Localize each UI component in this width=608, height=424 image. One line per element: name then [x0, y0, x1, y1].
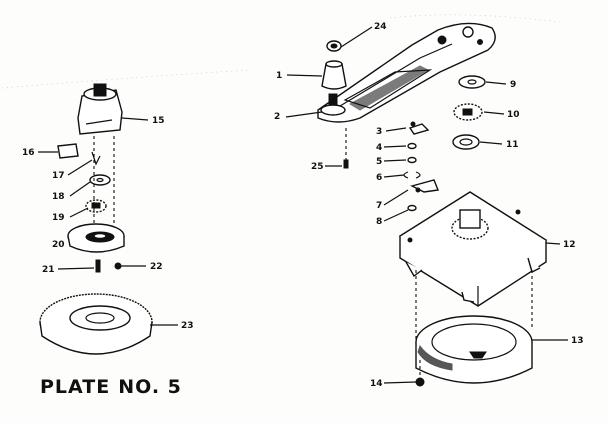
- part-21-screw: [95, 259, 101, 273]
- part-7-lever: [410, 179, 439, 193]
- callout-21: 21: [42, 265, 55, 275]
- callout-22: 22: [150, 262, 163, 272]
- callout-13: 13: [571, 336, 584, 346]
- part-9-washer: [458, 75, 486, 89]
- part-8-washer: [407, 204, 417, 212]
- callout-17: 17: [52, 171, 65, 181]
- part-22-nut: [114, 262, 122, 270]
- callout-16: 16: [22, 148, 35, 158]
- part-12-housing: [398, 191, 548, 307]
- part-20-spool: [67, 223, 125, 253]
- callout-3: 3: [376, 127, 382, 137]
- callout-15: 15: [152, 116, 165, 126]
- callout-5: 5: [376, 157, 382, 167]
- callout-23: 23: [181, 321, 194, 331]
- callout-4: 4: [376, 143, 382, 153]
- callout-18: 18: [52, 192, 65, 202]
- part-3-pawl: [408, 121, 430, 135]
- part-18-washer: [89, 174, 111, 186]
- callout-10: 10: [507, 110, 520, 120]
- plate-number: NO. 5: [118, 376, 182, 398]
- callout-19: 19: [52, 213, 65, 223]
- plate-word: PLATE: [40, 376, 111, 398]
- part-5-washer: [407, 156, 417, 164]
- part-13-drum: [415, 270, 533, 384]
- part-6-clip: [403, 171, 421, 179]
- part-23-pad: [39, 293, 153, 355]
- callout-14: 14: [370, 379, 383, 389]
- callout-12: 12: [563, 240, 576, 250]
- callout-2: 2: [274, 112, 280, 122]
- part-11-washer: [452, 134, 480, 150]
- part-17-spring: [91, 151, 101, 166]
- callout-24: 24: [374, 22, 387, 32]
- scan-line: [1, 69, 251, 89]
- callout-9: 9: [510, 80, 516, 90]
- leader-lines: [38, 26, 568, 384]
- part-24-nut: [326, 40, 342, 52]
- arm-assembly: [317, 22, 496, 123]
- plate-caption: PLATE NO. 5: [40, 376, 190, 398]
- part-4-washer: [407, 142, 417, 150]
- part-10-gear: [453, 103, 483, 121]
- part-16-key: [57, 143, 79, 159]
- part-14-screw: [415, 360, 425, 387]
- callout-8: 8: [376, 217, 382, 227]
- part-1-knob: [321, 60, 347, 90]
- callout-25: 25: [311, 162, 324, 172]
- part-2-pivot: [320, 93, 346, 116]
- part-15-head: [77, 83, 123, 135]
- callout-1: 1: [276, 71, 282, 81]
- callout-6: 6: [376, 173, 382, 183]
- callout-20: 20: [52, 240, 65, 250]
- callout-11: 11: [506, 140, 519, 150]
- callout-7: 7: [376, 201, 382, 211]
- scan-line: [389, 14, 561, 23]
- part-19-gear: [85, 199, 107, 213]
- part-25-pin: [343, 128, 349, 169]
